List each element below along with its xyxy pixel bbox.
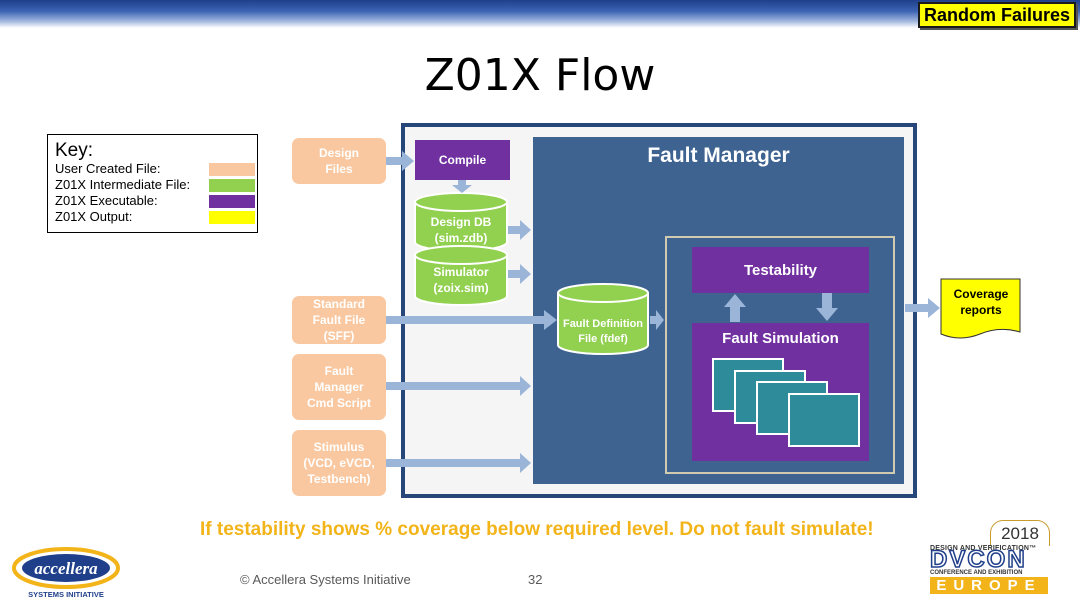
stimulus-label: Stimulus (VCD, eVCD, Testbench) [303, 440, 375, 486]
arrow-up-to-testability [724, 294, 746, 322]
testability-label: Testability [743, 261, 818, 279]
legend-label: Z01X Executable: [55, 193, 158, 208]
slide-title: Z01X Flow [424, 50, 656, 101]
coverage-reports-doc [940, 278, 1021, 339]
legend-swatch [209, 163, 255, 176]
sim-sheet-4 [788, 393, 860, 447]
legend-label: Z01X Intermediate File: [55, 177, 191, 192]
sff-box: Standard Fault File (SFF) [292, 296, 386, 344]
dvcon-subline: CONFERENCE AND EXHIBITION [930, 570, 1023, 576]
topic-tag: Random Failures [918, 2, 1076, 28]
legend-swatch [209, 179, 255, 192]
testability-box: Testability [692, 247, 869, 293]
dvcon-tagline: DESIGN AND VERIFICATION™ [930, 545, 1037, 552]
legend-item-intermediate: Z01X Intermediate File: [55, 177, 257, 193]
arrow-fdef-to-engine [650, 310, 664, 330]
fault-def-label: Fault Definition File (fdef) [562, 318, 644, 345]
accellera-logo: accellera [12, 547, 120, 589]
arrow-compile-to-db [452, 180, 472, 193]
design-files-box: Design Files [292, 138, 386, 184]
arrow-sff-to-fdef [386, 310, 557, 330]
sff-label: Standard Fault File (SFF) [312, 297, 366, 343]
compile-label: Compile [438, 153, 487, 167]
design-files-label: Design Files [318, 146, 359, 176]
legend-swatch [209, 195, 255, 208]
fault-manager-title: Fault Manager [647, 144, 790, 167]
accellera-wordmark: accellera [34, 559, 98, 578]
page-number: 32 [528, 572, 543, 587]
legend-label: Z01X Output: [55, 209, 133, 224]
fm-script-box: Fault Manager Cmd Script [292, 354, 386, 420]
legend-swatch [209, 211, 255, 224]
design-db-label: Design DB (sim.zdb) [430, 215, 492, 245]
testability-note: If testability shows % coverage below re… [200, 519, 874, 540]
dvcon-region: EUROPE [930, 577, 1048, 594]
simulator-label: Simulator (zoix.sim) [433, 265, 489, 295]
fault-def-cylinder [557, 283, 649, 355]
dvcon-year: 2018 [990, 520, 1050, 546]
arrow-to-coverage [905, 298, 940, 318]
compile-box: Compile [415, 140, 510, 180]
copyright-text: © Accellera Systems Initiative [240, 572, 411, 587]
arrow-down-to-faultsim [816, 293, 838, 321]
arrow-design-to-compile [386, 151, 414, 171]
legend-title: Key: [55, 140, 94, 161]
accellera-subtitle: SYSTEMS INITIATIVE [28, 590, 104, 599]
arrow-stim-to-fm [386, 453, 531, 473]
top-banner [0, 0, 1080, 28]
fm-script-label: Fault Manager Cmd Script [306, 364, 371, 410]
stimulus-box: Stimulus (VCD, eVCD, Testbench) [292, 430, 386, 496]
fault-simulation-label: Fault Simulation [722, 330, 839, 347]
design-db-cylinder [414, 192, 508, 252]
simulator-cylinder [414, 245, 508, 306]
arrow-script-to-fm [386, 376, 531, 396]
legend: Key: User Created File: Z01X Intermediat… [47, 134, 258, 233]
legend-item-output: Z01X Output: [55, 209, 257, 225]
legend-item-user-file: User Created File: [55, 161, 257, 177]
engine-frame [665, 236, 895, 474]
arrow-db-to-fm [508, 220, 531, 240]
dvcon-wordmark: DVCON [929, 546, 1027, 573]
coverage-reports-label: Coverage reports [953, 287, 1009, 317]
legend-label: User Created File: [55, 161, 161, 176]
arrow-sim-to-fm [508, 264, 531, 284]
legend-item-executable: Z01X Executable: [55, 193, 257, 209]
